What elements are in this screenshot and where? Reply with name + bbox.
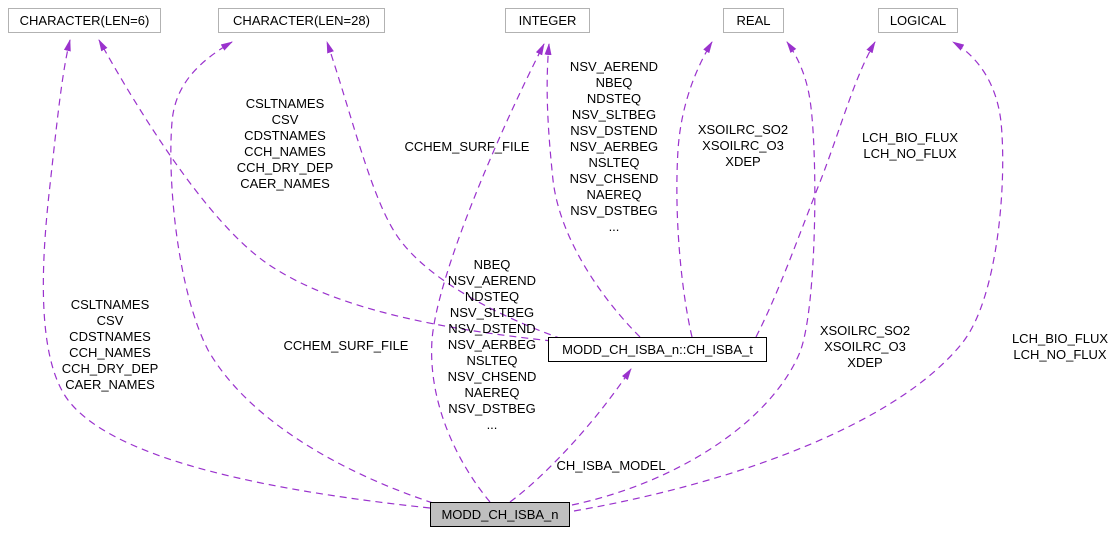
node-character-len-6-label: CHARACTER(LEN=6) [19,13,150,28]
node-integer: INTEGER [505,8,590,33]
node-logical-label: LOGICAL [889,13,947,28]
edge-modd-to-char28 [170,41,434,504]
edge-modd-to-char6 [42,39,431,509]
edge-label-chisbat-char28: CCHEM_SURF_FILE [404,139,530,154]
node-real-label: REAL [736,13,771,28]
edge-label-chisbat-logical: LCH_BIO_FLUX LCH_NO_FLUX [861,130,959,161]
edge-modd-to-integer [431,43,545,503]
node-character-len-28: CHARACTER(LEN=28) [218,8,385,33]
node-real: REAL [723,8,784,33]
edge-label-modd-real: XSOILRC_SO2 XSOILRC_O3 XDEP [819,323,911,370]
node-modd-ch-isba-n-ch-isba-t-label: MODD_CH_ISBA_n::CH_ISBA_t [562,342,753,357]
edge-label-modd-char28: CCHEM_SURF_FILE [283,338,409,353]
edge-chisbat-to-logical [755,41,876,338]
edge-label-chisbat-real: XSOILRC_SO2 XSOILRC_O3 XDEP [697,122,789,169]
node-integer-label: INTEGER [518,13,577,28]
edge-chisbat-to-char6 [98,39,553,342]
edge-label-chisbat-char6: CSLTNAMES CSV CDSTNAMES CCH_NAMES CCH_DR… [236,96,334,191]
edge-modd-to-logical [573,41,1004,512]
edge-chisbat-to-real [676,41,713,338]
edge-label-modd-integer: NBEQ NSV_AEREND NDSTEQ NSV_SLTBEG NSV_DS… [447,257,537,432]
edge-label-modd-logical: LCH_BIO_FLUX LCH_NO_FLUX [1011,331,1109,362]
edge-label-chisbat-integer: NSV_AEREND NBEQ NDSTEQ NSV_SLTBEG NSV_DS… [569,59,659,234]
edge-label-modd-chisbat: CH_ISBA_MODEL [556,458,666,473]
edge-chisbat-to-char28 [326,41,563,340]
edge-modd-to-chisbat [509,368,632,503]
edge-chisbat-to-integer [544,43,641,338]
node-modd-ch-isba-n-ch-isba-t[interactable]: MODD_CH_ISBA_n::CH_ISBA_t [548,337,767,362]
node-logical: LOGICAL [878,8,958,33]
edge-modd-to-real [571,41,816,506]
edge-label-modd-char6: CSLTNAMES CSV CDSTNAMES CCH_NAMES CCH_DR… [61,297,159,392]
node-modd-ch-isba-n: MODD_CH_ISBA_n [430,502,570,527]
node-modd-ch-isba-n-label: MODD_CH_ISBA_n [441,507,559,522]
node-character-len-28-label: CHARACTER(LEN=28) [233,13,370,28]
node-character-len-6: CHARACTER(LEN=6) [8,8,161,33]
